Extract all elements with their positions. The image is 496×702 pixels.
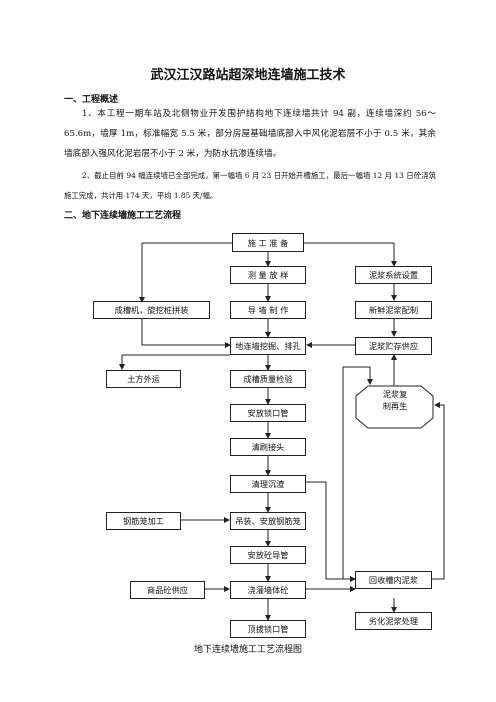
flow-equipment-assembly: 成槽机，旋挖桩拼装 — [93, 301, 210, 319]
document-title: 武汉江汉路站超深地连墙施工技术 — [150, 68, 346, 83]
flow-slurry-system: 泥浆系统设置 — [355, 266, 432, 284]
flow-guide-wall: 导 墙 制 作 — [230, 301, 306, 319]
slurry-regen-line-1: 泥浆复 — [382, 389, 408, 399]
flow-soil-transport: 土方外运 — [106, 370, 181, 388]
flow-cage-fabrication: 钢筋笼加工 — [106, 512, 181, 530]
flow-excavation: 地连墙挖掘、排孔 — [230, 337, 306, 355]
figure-caption: 地下连续墙施工工艺流程图 — [193, 645, 302, 655]
flow-construction-prep: 施 工 准 备 — [232, 233, 304, 252]
flow-quality-check: 成槽质量检验 — [230, 370, 306, 388]
flow-pour-concrete: 浇灌墙体砼 — [230, 581, 306, 599]
flow-tremie-pipe: 安放砼导管 — [230, 546, 306, 564]
flow-slurry-storage: 泥浆贮存供应 — [355, 337, 432, 355]
slurry-regen-line-2: 制再生 — [382, 401, 408, 411]
flow-survey-layout: 测 量 放 样 — [230, 266, 306, 284]
slurry-regeneration-node: 泥浆复 制再生 — [357, 388, 433, 412]
flow-fresh-slurry: 新鲜泥浆配制 — [355, 301, 432, 319]
flow-waste-slurry: 劣化泥浆处理 — [355, 612, 432, 630]
paragraph-2: 2、截止目前 94 幅连续墙已全部完成，第一幅墙 6 月 23 日开始开槽施工，… — [64, 171, 436, 200]
flow-pull-lock-pipe: 顶拔锁口管 — [230, 620, 306, 638]
section-heading-flow: 二、地下连续墙施工工艺流程 — [64, 211, 182, 221]
flow-lock-pipe: 安放锁口管 — [230, 404, 306, 422]
flow-concrete-supply: 商品砼供应 — [130, 581, 205, 599]
section-heading-overview: 一、工程概述 — [64, 95, 119, 105]
paragraph-1: 1、本工程一期车站及北侧物业开发围护结构地下连续墙共计 94 副，连续墙深约 5… — [64, 109, 436, 159]
flow-slurry-recycle: 回收槽内泥浆 — [355, 571, 432, 589]
flow-clean-joint: 清刷接头 — [230, 438, 306, 456]
flow-lift-cage: 吊装、安放钢筋笼 — [230, 512, 306, 530]
flow-clear-sediment: 清理沉渣 — [230, 475, 306, 493]
